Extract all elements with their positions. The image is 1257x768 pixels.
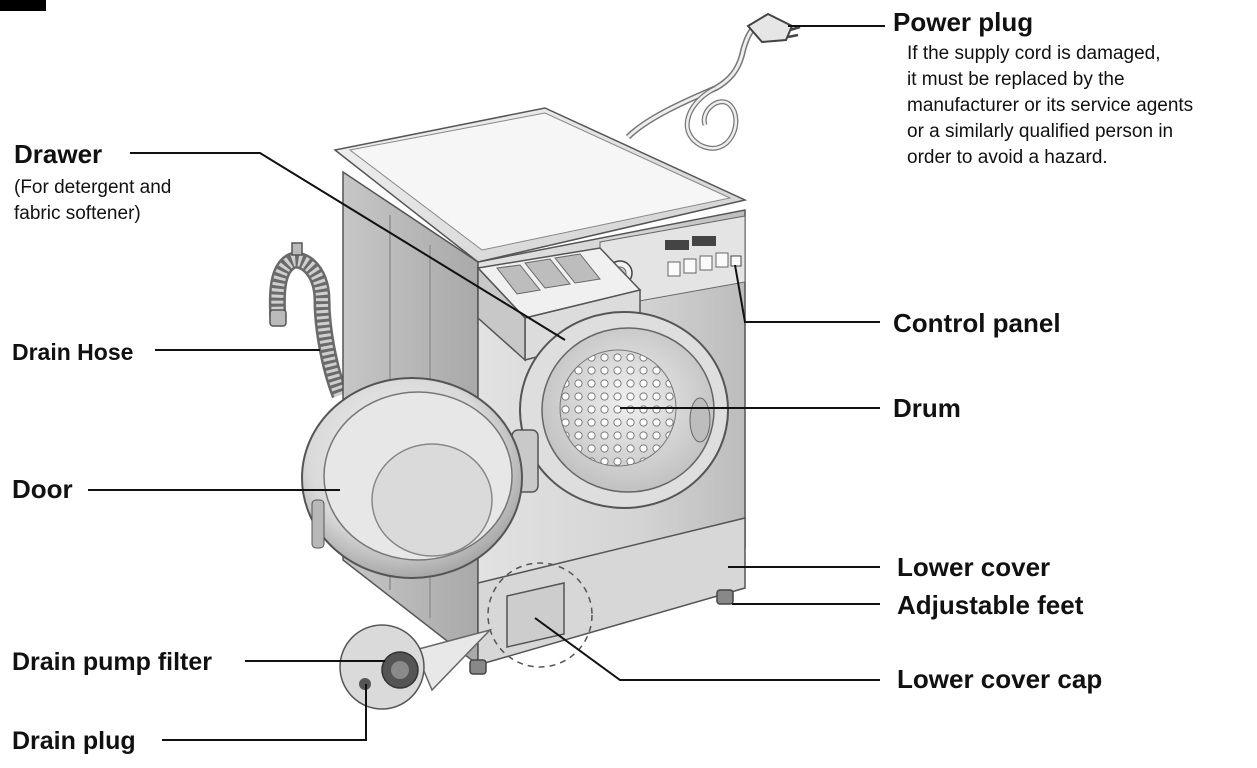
power-cord xyxy=(628,30,752,148)
drain-pump-filter-icon xyxy=(340,625,490,709)
label-control-panel: Control panel xyxy=(893,308,1061,338)
power-plug-icon xyxy=(748,14,800,42)
drum-icon xyxy=(520,312,728,508)
label-lower-cover-cap: Lower cover cap xyxy=(897,664,1102,694)
note-power-plug: If the supply cord is damaged, it must b… xyxy=(907,41,1193,171)
label-drawer: Drawer xyxy=(14,139,102,169)
label-power-plug: Power plug xyxy=(893,7,1033,37)
label-door: Door xyxy=(12,474,73,504)
drain-hose-icon xyxy=(270,243,340,395)
label-adjustable-feet: Adjustable feet xyxy=(897,590,1083,620)
label-lower-cover: Lower cover xyxy=(897,552,1050,582)
label-drain-plug: Drain plug xyxy=(12,726,136,756)
label-drain-pump-filter: Drain pump filter xyxy=(12,647,212,677)
note-drawer: (For detergent and fabric softener) xyxy=(14,175,171,227)
label-drain-hose: Drain Hose xyxy=(12,337,133,367)
label-drum: Drum xyxy=(893,393,961,423)
